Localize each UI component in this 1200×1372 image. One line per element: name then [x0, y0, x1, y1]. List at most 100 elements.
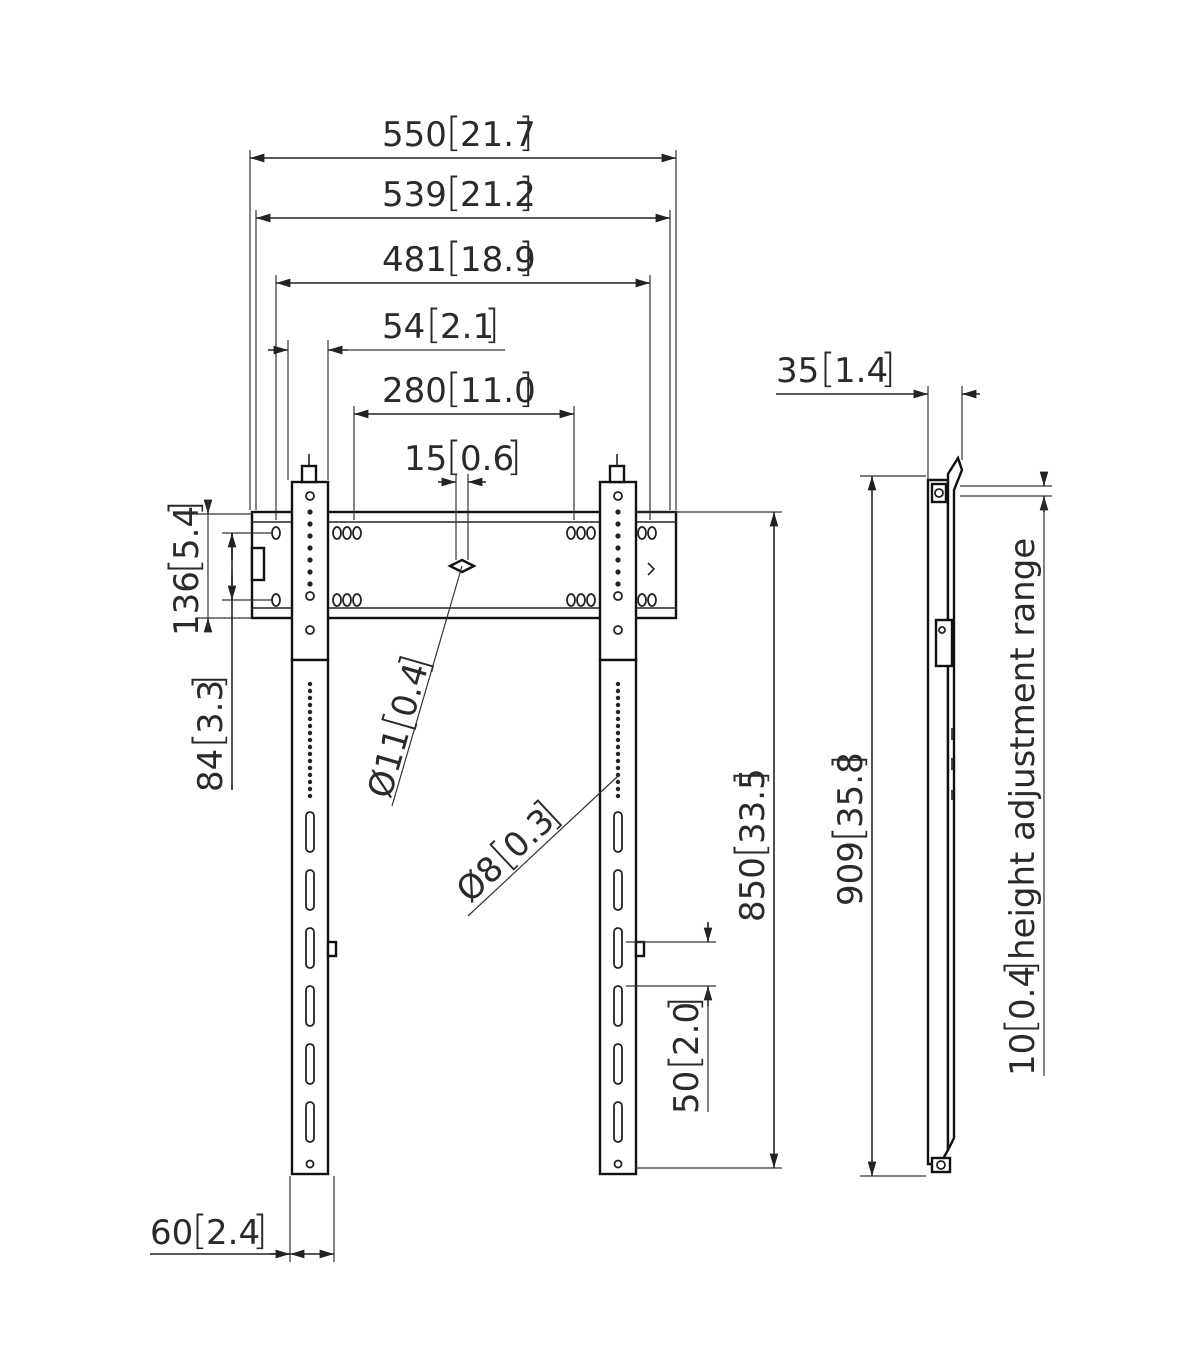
arm-hole-dot [307, 581, 313, 587]
arm-hole-dot [615, 751, 621, 757]
svg-text:Ø11: Ø11 [360, 724, 418, 802]
arm-hole-dot [615, 779, 621, 785]
dim-center-slot: 15 [ 0.6 ] [404, 434, 522, 480]
svg-text:3.3: 3.3 [191, 680, 231, 734]
arm-slot [613, 1101, 623, 1143]
arm-hole-dot [615, 730, 621, 736]
svg-text:280: 280 [382, 371, 447, 411]
arm-slot [613, 811, 623, 853]
svg-text:]: ] [518, 170, 534, 216]
svg-text:84: 84 [191, 749, 231, 792]
dimension-labels: 550 [ 21.7 ] 539 [ 21.2 ] 481 [ 18.9 ] 5… [150, 110, 1044, 1254]
svg-text:54: 54 [382, 307, 425, 347]
arm-hole-dot [615, 744, 621, 750]
dim-rail-inner: 84 [ 3.3 ] [186, 674, 232, 792]
svg-text:]: ] [728, 770, 774, 786]
dim-rail-height: 136 [ 5.4 ] [162, 500, 208, 636]
dim-side-depth: 35 [ 1.4 ] [776, 346, 896, 392]
svg-text:18.9: 18.9 [460, 240, 536, 280]
arm-top-hole [305, 491, 315, 501]
svg-text:[: [ [446, 170, 462, 216]
svg-text:909: 909 [831, 841, 871, 906]
arm-slot [305, 869, 315, 911]
svg-text:136: 136 [167, 571, 207, 636]
right-arm [598, 454, 646, 1176]
arm-hole-dot [615, 688, 621, 694]
arm-hole-dot [615, 737, 621, 743]
dim-arm-hole-dia: Ø8 [ 0.3 ] [449, 792, 569, 911]
svg-text:]: ] [880, 346, 896, 392]
dim-side-height: 909 [ 35.8 ] [826, 752, 872, 906]
svg-text:15: 15 [404, 439, 447, 479]
svg-text:[: [ [662, 1054, 708, 1070]
svg-text:11.0: 11.0 [460, 371, 536, 411]
arm-bottom-hole [613, 1159, 623, 1169]
svg-text:]: ] [998, 960, 1044, 976]
svg-text:2.1: 2.1 [440, 307, 494, 347]
svg-text:21.2: 21.2 [460, 175, 536, 215]
svg-text:]: ] [662, 996, 708, 1012]
arm-top-hole [613, 491, 623, 501]
arm-hole-dot [307, 737, 313, 743]
svg-text:0.4: 0.4 [1003, 966, 1043, 1020]
arm-hole-dot [307, 702, 313, 708]
dim-arm-height: 850 [ 33.5 ] [728, 768, 774, 922]
svg-text:539: 539 [382, 175, 447, 215]
svg-text:2.0: 2.0 [667, 1002, 707, 1056]
arm-hole-dot [615, 772, 621, 778]
dim-width-outer: 539 [ 21.2 ] [382, 170, 536, 216]
arm-hole-dot [615, 545, 621, 551]
arm-hole-dot [307, 695, 313, 701]
side-view [926, 455, 964, 1174]
svg-text:481: 481 [382, 240, 447, 280]
arm-hole-dot [615, 723, 621, 729]
arm-hole-dot [307, 545, 313, 551]
svg-text:1.4: 1.4 [834, 351, 888, 391]
arm-hole-dot [307, 688, 313, 694]
arm-hole-dot [615, 569, 621, 575]
arm-slot [305, 1101, 315, 1143]
arm-hole-dot [307, 730, 313, 736]
arm-hole-dot [615, 533, 621, 539]
svg-text:35: 35 [776, 351, 819, 391]
svg-text:]: ] [826, 754, 872, 770]
arm-hole-dot [307, 772, 313, 778]
arm-hole [305, 591, 315, 601]
dim-width-inner: 481 [ 18.9 ] [382, 235, 536, 281]
arm-hole-dot [307, 793, 313, 799]
arm-hole-dot [307, 569, 313, 575]
arm-hole-dot [615, 509, 621, 515]
arm-hole-dot [615, 786, 621, 792]
svg-text:[: [ [446, 434, 462, 480]
arm-hole-dot [307, 709, 313, 715]
front-view [250, 454, 678, 1176]
arm-hole-dot [615, 758, 621, 764]
arm-hole-dot [307, 758, 313, 764]
svg-text:[: [ [446, 110, 462, 156]
svg-text:[: [ [162, 558, 208, 574]
dim-hole-spacing: 280 [ 11.0 ] [382, 366, 536, 412]
svg-text:60: 60 [150, 1213, 193, 1253]
arm-slot [613, 1043, 623, 1085]
svg-text:]: ] [484, 302, 500, 348]
svg-text:50: 50 [667, 1071, 707, 1114]
left-arm [290, 454, 338, 1176]
arm-hole [305, 625, 315, 635]
svg-text:[: [ [728, 842, 774, 858]
arm-bottom-hole [305, 1159, 315, 1169]
arm-hole-dot [615, 702, 621, 708]
arm-hole-dot [307, 751, 313, 757]
svg-text:[: [ [820, 346, 836, 392]
right-arm-holes [613, 491, 623, 1169]
arm-hole-dot [615, 681, 621, 687]
dim-height-adjust: 10 [ 0.4 ] height adjustment range [998, 538, 1044, 1076]
svg-text:0.6: 0.6 [460, 439, 514, 479]
rail-hole-group [271, 526, 657, 607]
svg-text:[: [ [446, 235, 462, 281]
arm-hole [613, 625, 623, 635]
svg-text:[: [ [826, 826, 872, 842]
arm-hole-dot [615, 581, 621, 587]
arm-slot [305, 985, 315, 1027]
svg-text:]: ] [518, 110, 534, 156]
arm-hole-dot [307, 744, 313, 750]
